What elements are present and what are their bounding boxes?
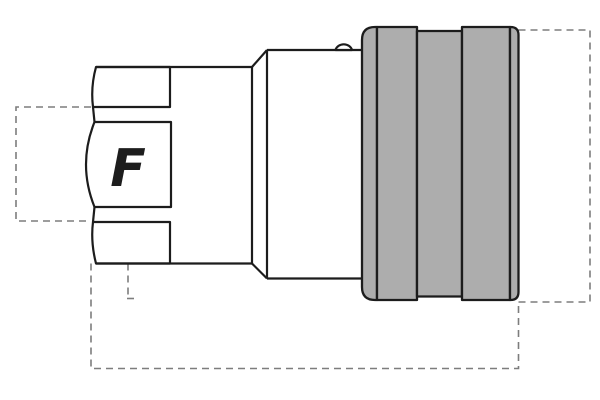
right-envelope-hidden-outline (518, 29, 591, 303)
sleeve-groove (415, 29, 464, 298)
hex-flat-top (91, 65, 172, 109)
chamfer-bottom-edge (251, 262, 268, 280)
coupling-mid-section (267, 43, 363, 280)
thread-port-hidden-outline (15, 106, 91, 222)
hex-flat-middle (84, 120, 173, 209)
chamfer-top-edge (251, 49, 268, 68)
hex-corner-lower (91, 206, 96, 223)
hex-flat-bottom (91, 220, 172, 265)
sleeve-rib-2 (460, 25, 512, 302)
ball-detent (334, 43, 354, 52)
sleeve-right-cap (508, 25, 520, 302)
sleeve-rib-1 (375, 25, 419, 302)
lower-envelope-hidden-outline (90, 263, 520, 370)
hex-corner-upper (91, 106, 96, 123)
hidden-lines-group (15, 29, 591, 370)
brand-logo-f: F (110, 139, 146, 199)
hex-nut-profile: F (84, 65, 173, 265)
release-sleeve (360, 25, 520, 302)
sleeve-left-cap (360, 25, 379, 302)
body-cylinder (96, 49, 269, 280)
